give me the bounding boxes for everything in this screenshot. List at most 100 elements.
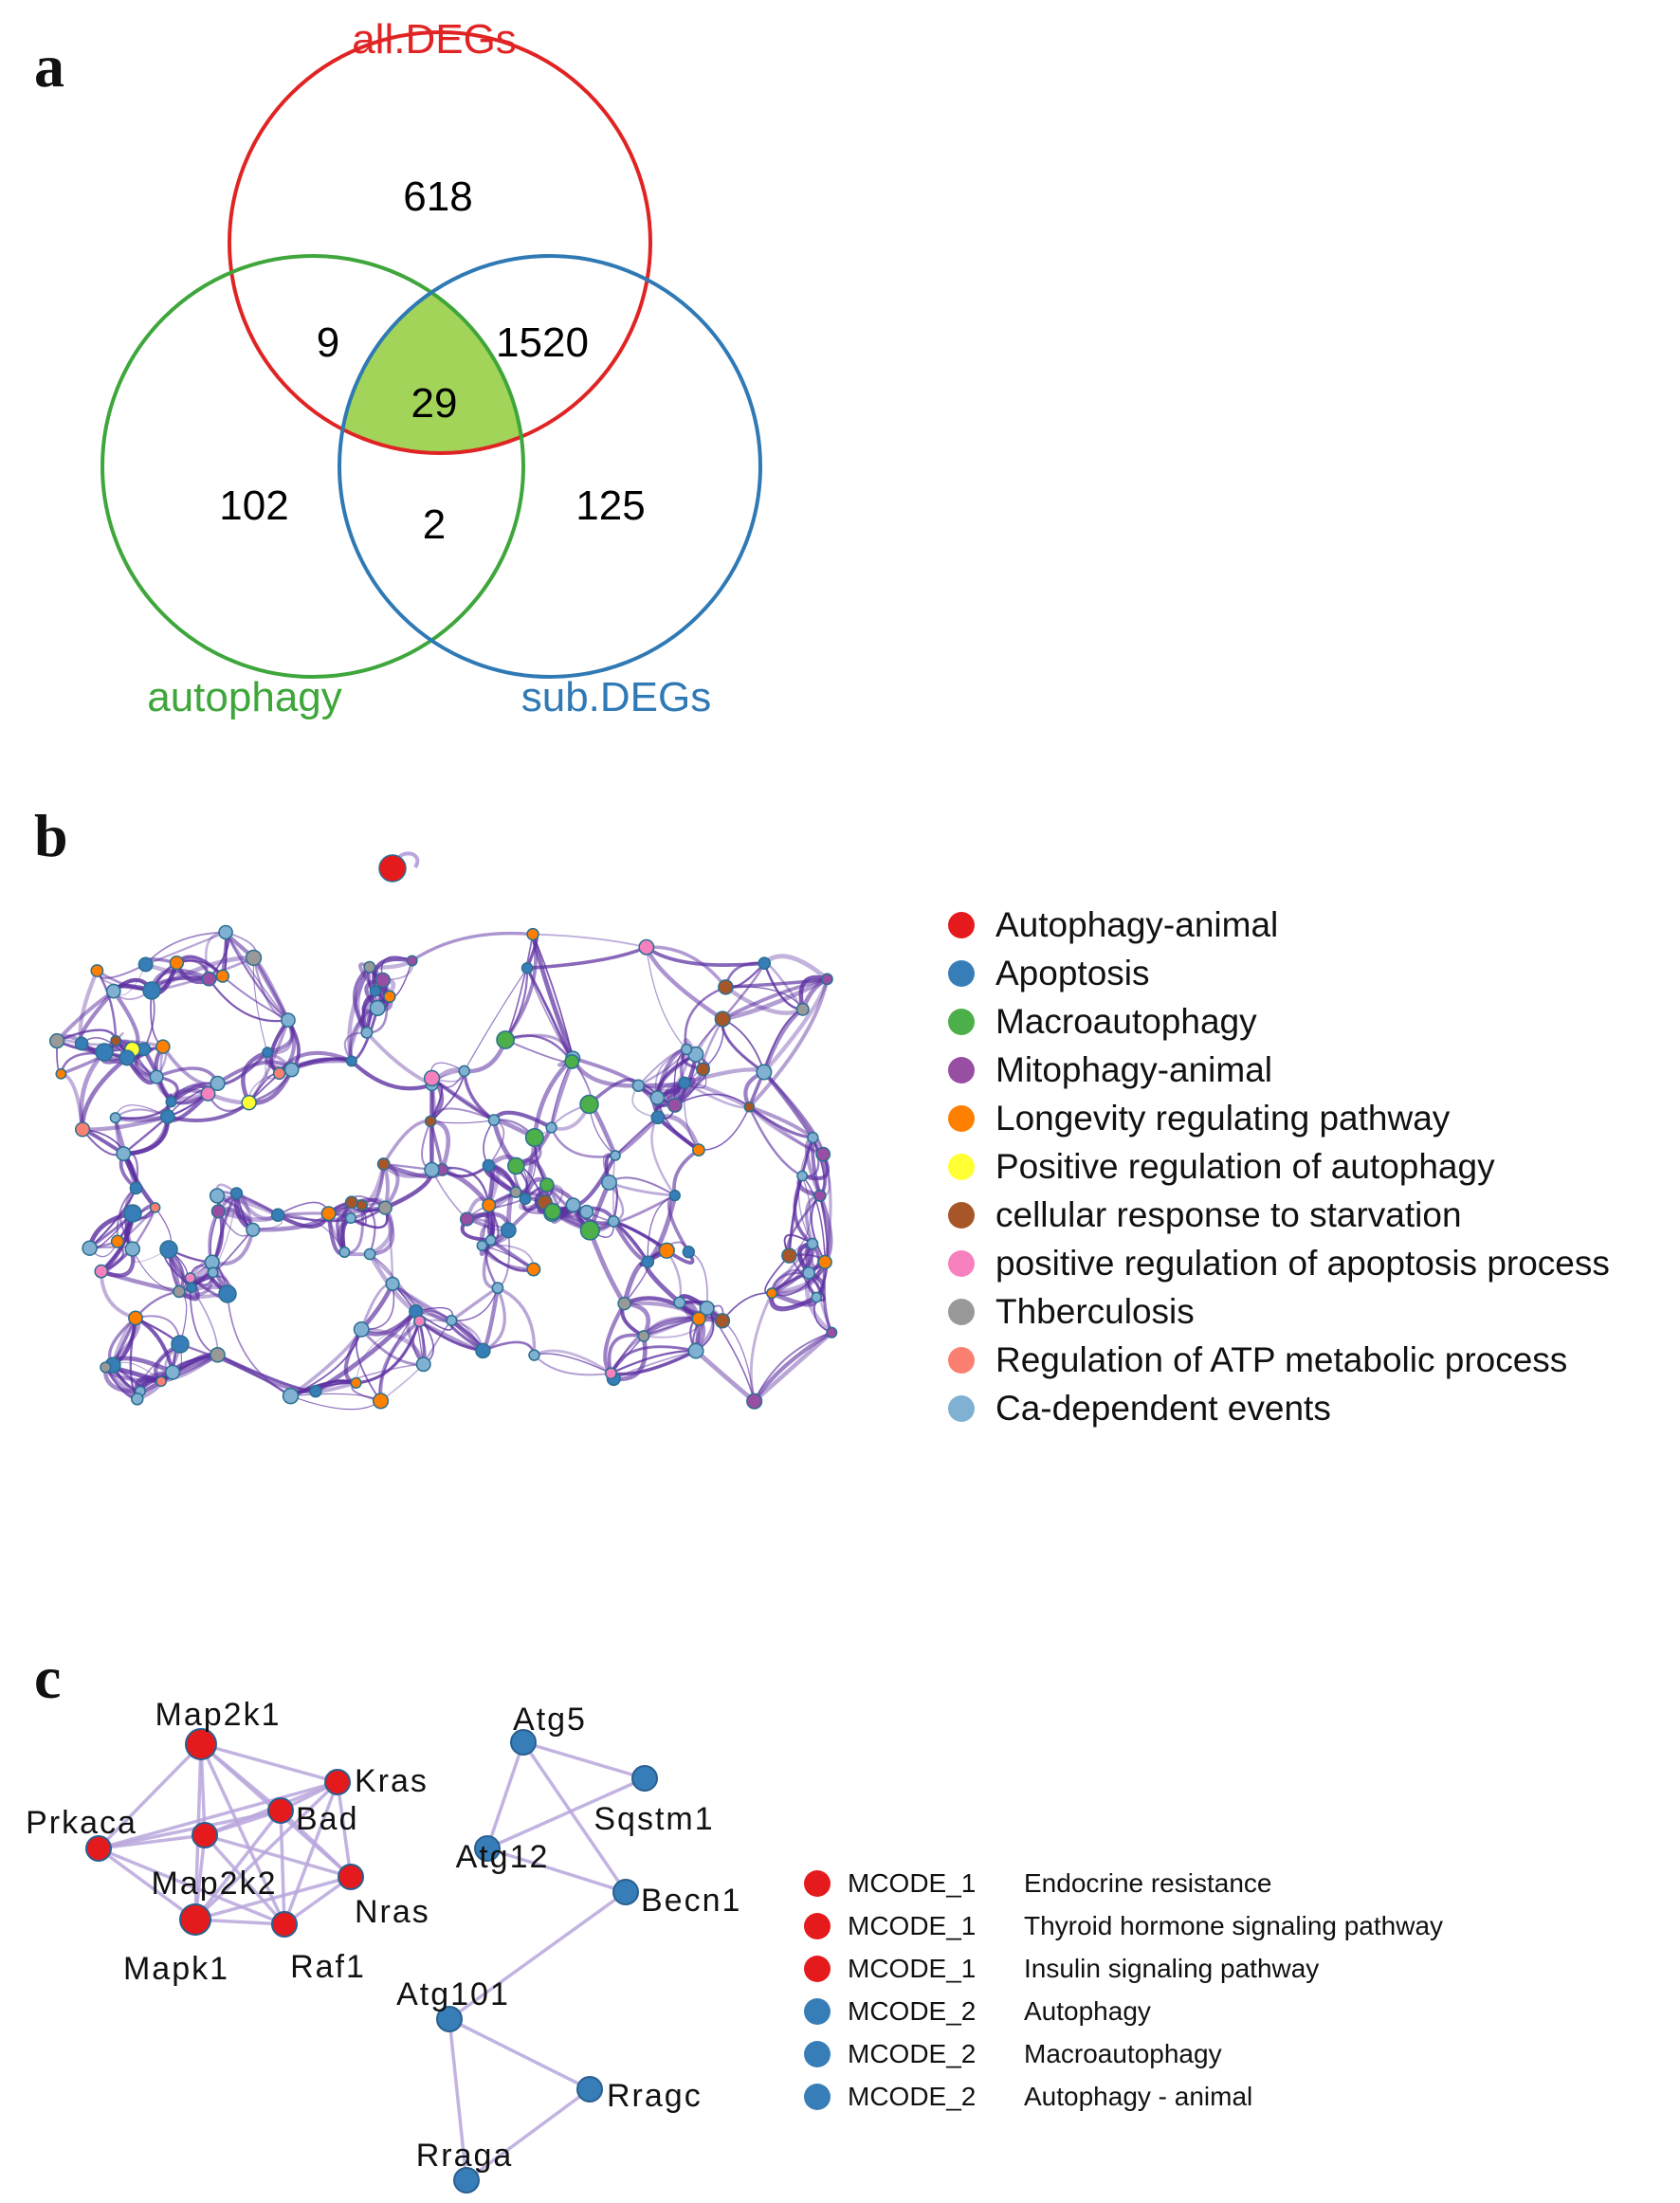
network-node xyxy=(424,1161,440,1178)
network-node xyxy=(539,1177,555,1193)
legend-swatch xyxy=(804,1997,831,2025)
network-node xyxy=(673,1296,686,1309)
network-node xyxy=(374,972,391,989)
legend-item: Longevity regulating pathway xyxy=(948,1094,1610,1142)
network-node xyxy=(692,1143,705,1156)
network-node xyxy=(813,1189,827,1202)
node-bad xyxy=(267,1797,294,1824)
network-edge xyxy=(752,1330,833,1403)
network-node xyxy=(680,1043,693,1056)
venn-count-all-sub: 1520 xyxy=(496,319,589,366)
network-node xyxy=(638,938,655,956)
mcode-edge xyxy=(98,1833,206,1850)
network-node xyxy=(376,1157,391,1171)
network-node xyxy=(807,1131,819,1144)
network-node xyxy=(119,1049,136,1066)
network-node xyxy=(528,1349,540,1361)
network-node xyxy=(631,1079,646,1092)
network-node xyxy=(165,1096,177,1108)
network-node xyxy=(369,999,386,1016)
legend-swatch xyxy=(948,959,975,987)
node-label: Bad xyxy=(296,1801,359,1837)
mcode-edge xyxy=(199,1743,286,1925)
mcode-edge xyxy=(98,1847,285,1926)
network-node xyxy=(781,1247,797,1264)
network-node xyxy=(795,1002,810,1016)
legend-item: Ca-dependent events xyxy=(948,1384,1610,1432)
mcode-edge xyxy=(98,1780,338,1850)
network-node xyxy=(142,981,161,1000)
network-edge xyxy=(748,1106,803,1177)
node-kras xyxy=(324,1769,351,1795)
network-node xyxy=(363,1247,376,1261)
network-node xyxy=(668,1190,681,1202)
network-node xyxy=(309,1384,322,1398)
network-edge xyxy=(674,1093,750,1108)
network-node xyxy=(579,1204,594,1219)
mcode-edge xyxy=(447,1890,628,2021)
legend-swatch xyxy=(948,1008,975,1035)
node-rraga xyxy=(453,2167,480,2194)
network-edge xyxy=(278,1213,346,1253)
legend-cluster: MCODE_2 xyxy=(848,2038,977,2068)
mcode-edge xyxy=(200,1742,338,1784)
network-node xyxy=(565,1197,581,1213)
mcode-edge xyxy=(448,2017,591,2091)
network-node xyxy=(526,927,539,941)
node-label: Mapk1 xyxy=(123,1951,229,1987)
network-edge xyxy=(607,1333,645,1375)
legend-label: Macroautophagy xyxy=(995,1001,1257,1041)
network-node xyxy=(756,1064,773,1081)
node-label: Rragc xyxy=(607,2078,703,2114)
network-edge xyxy=(610,1345,697,1375)
network-node xyxy=(691,1311,706,1326)
mcode-edge xyxy=(203,1833,286,1926)
legend-swatch xyxy=(948,1104,975,1132)
network-node xyxy=(100,1361,112,1374)
venn-count-autophagy-only: 102 xyxy=(219,482,288,529)
network-node xyxy=(200,1085,216,1102)
network-edge xyxy=(644,946,724,1021)
network-node xyxy=(667,1098,683,1113)
network-node xyxy=(714,1313,731,1329)
venn-circle-all-degs xyxy=(228,30,652,455)
network-edges xyxy=(54,851,833,1411)
network-node xyxy=(491,1282,504,1295)
network-edge xyxy=(372,956,413,992)
network-node xyxy=(378,854,407,883)
network-node xyxy=(218,1284,237,1303)
network-node xyxy=(682,1246,695,1259)
legend-swatch xyxy=(804,1955,831,1982)
network-edge xyxy=(504,934,534,1041)
network-node xyxy=(383,990,396,1003)
network-node xyxy=(607,1214,620,1228)
mcode-edge xyxy=(279,1809,353,1879)
node-map2k2 xyxy=(192,1822,218,1848)
legend-label: Longevity regulating pathway xyxy=(995,1098,1451,1138)
mcode-edges xyxy=(97,1740,646,2182)
legend-swatch xyxy=(948,1346,975,1374)
network-edge xyxy=(532,934,575,1059)
network-node xyxy=(360,1026,374,1039)
network-node xyxy=(165,1364,181,1380)
network-node xyxy=(129,1181,143,1195)
network-node xyxy=(446,1314,458,1327)
mcode-edge xyxy=(521,1741,628,1893)
network-node xyxy=(476,1240,488,1251)
network-edge xyxy=(225,931,289,1022)
legend-item: Positive regulation of autophagy xyxy=(948,1142,1610,1191)
network-edge xyxy=(762,978,830,1074)
network-node xyxy=(105,983,121,999)
mcode-edge xyxy=(465,2087,592,2182)
network-node xyxy=(155,1039,171,1054)
network-node xyxy=(696,1062,710,1077)
network-edge xyxy=(646,945,727,989)
legend-cluster: MCODE_1 xyxy=(848,1867,977,1898)
network-node xyxy=(413,1315,427,1328)
network-edge xyxy=(533,1349,612,1375)
network-node xyxy=(110,1234,125,1248)
network-edge xyxy=(793,1174,814,1246)
network-node xyxy=(320,1206,337,1222)
